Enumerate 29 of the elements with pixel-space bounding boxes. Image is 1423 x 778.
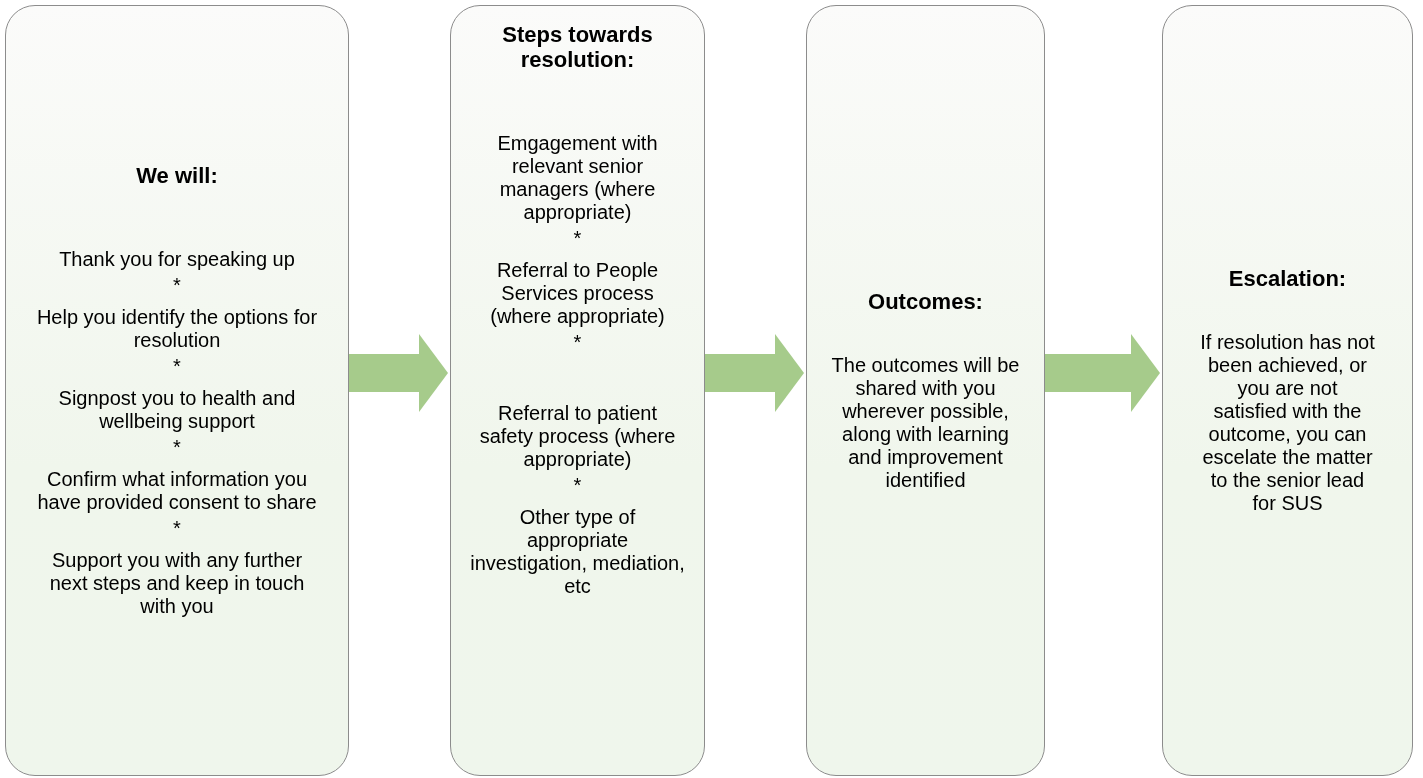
list-item-text: Other type of appropriate investigation, mediation, etc [469, 506, 686, 598]
box-heading: We will: [136, 163, 218, 188]
list-item-text: If resolution has not been achieved, or you are not satisfied with the outcome, you can escelate the matter to the senior lead for SUS [1199, 331, 1376, 515]
list-item-text: The outcomes will be shared with you wherever possible, along with learning and improvement identified [831, 354, 1020, 492]
rounded-box [450, 5, 705, 776]
rounded-box [1162, 5, 1413, 776]
list-item-text: Support you with any further next steps and keep in touch with you [48, 549, 306, 618]
block-arrow [349, 334, 448, 412]
list-item-text: Emgagement with relevant senior managers (where appropriate) [496, 132, 659, 224]
separator-asterisk: * [573, 227, 582, 250]
list-item-text: Referral to patient safety process (where appropriate) [478, 402, 677, 471]
box-heading: Steps towards resolution: [501, 22, 654, 72]
block-arrow [1045, 334, 1160, 412]
separator-asterisk: * [173, 517, 181, 540]
list-item-text: Thank you for speaking up [59, 248, 295, 271]
separator-asterisk: * [173, 355, 181, 378]
rounded-box [806, 5, 1045, 776]
separator-asterisk: * [573, 474, 582, 497]
list-item-text: Confirm what information you have provided consent to share [36, 468, 318, 514]
box-heading: Outcomes: [868, 289, 983, 314]
list-item-text: Help you identify the options for resolution [35, 306, 319, 352]
list-item-text: Referral to People Services process (where appropriate) [489, 259, 666, 328]
rounded-box [5, 5, 349, 776]
list-item-text: Signpost you to health and wellbeing support [57, 387, 297, 433]
separator-asterisk: * [173, 274, 181, 297]
separator-asterisk: * [573, 331, 582, 354]
box-heading: Escalation: [1228, 266, 1347, 291]
block-arrow [705, 334, 804, 412]
separator-asterisk: * [173, 436, 181, 459]
